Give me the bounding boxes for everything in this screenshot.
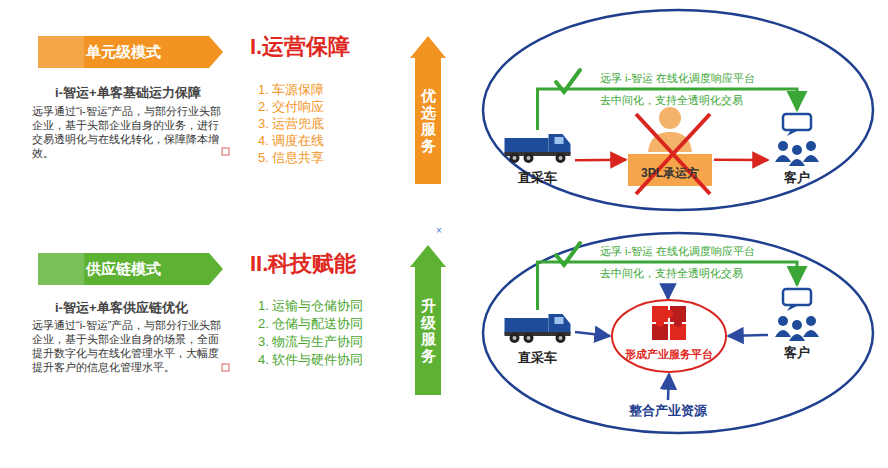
list-item: 1. 运输与仓储协同 (258, 298, 363, 314)
node-text: 直采车 (518, 350, 557, 366)
list-item: 2. 仓储与配送协同 (258, 316, 363, 332)
mode-subtitle: i-智运+单客供应链优化 (55, 300, 188, 316)
mode-subtitle: i-智运+单客基础运力保障 (55, 85, 201, 101)
platform-node: 形成产业服务平台 (610, 298, 728, 374)
platform-arrow (667, 285, 670, 299)
platform-shape (610, 298, 728, 374)
resource-node: 整合产业资源 (620, 400, 716, 422)
list-item: 2. 交付响应 (258, 99, 324, 115)
list-item: 4. 调度在线 (258, 133, 324, 149)
mode-banner: 单元级模式 (38, 36, 223, 68)
customer-node: 客户 (768, 110, 826, 188)
list-item: 3. 运营兜底 (258, 116, 324, 132)
note-icon (222, 148, 229, 155)
service-arrow: 优选服务 (410, 36, 446, 184)
truck-node: 直采车 (500, 310, 575, 368)
mode-body: 远孚通过“i-智运”产品，与部分行业头部企业，基于头部企业自身的业务，进行交易透… (32, 104, 224, 160)
list-item: 5. 信息共享 (258, 150, 324, 166)
flow-arrow (575, 159, 626, 162)
carrier-node: 3PL承运方 (626, 100, 714, 188)
region-ellipse (483, 233, 873, 433)
node-text: 优选服务 (421, 88, 436, 154)
flow-arrow (575, 332, 610, 336)
platform-bracket (538, 89, 798, 130)
mode-body: 远孚通过“i-智运”产品，与部分行业头部企业，基于头部企业自身的场景，全面提升数… (32, 318, 224, 374)
node-text: 客户 (784, 345, 810, 361)
section-heading: II.科技赋能 (250, 251, 356, 277)
flow-arrow (728, 335, 768, 336)
mode-banner: 供应链模式 (38, 253, 223, 285)
service-arrow: 升级服务 (410, 245, 446, 395)
flow-arrow (714, 159, 768, 162)
node-text: 形成产业服务平台 (625, 348, 713, 361)
truck-node: 直采车 (500, 130, 575, 188)
edge-label: 远孚 i-智运 在线化调度响应平台 (600, 244, 755, 259)
marker-symbol: × (436, 225, 442, 237)
list-item: 4. 软件与硬件协同 (258, 352, 363, 368)
node-text: 供应链模式 (86, 260, 161, 278)
node-text: 整合产业资源 (629, 403, 707, 419)
note-icon (222, 364, 229, 371)
edge-label: 远孚 i-智运 在线化调度响应平台 (600, 71, 755, 86)
list-item: 1. 车源保障 (258, 82, 324, 98)
list-item: 3. 物流与生产协同 (258, 334, 363, 350)
node-text: 3PL承运方 (641, 166, 699, 180)
platform-note: 去中间化，支持全透明化交易 (600, 94, 743, 107)
region-ellipse (483, 10, 873, 210)
node-text: 直采车 (518, 170, 557, 186)
node-text: 单元级模式 (86, 43, 161, 61)
platform-note: 去中间化，支持全透明化交易 (600, 267, 743, 280)
section-heading: I.运营保障 (250, 34, 350, 60)
flow-arrow (668, 374, 669, 400)
node-text: 升级服务 (421, 298, 436, 364)
node-text: 客户 (784, 170, 810, 186)
customer-node: 客户 (768, 285, 826, 363)
